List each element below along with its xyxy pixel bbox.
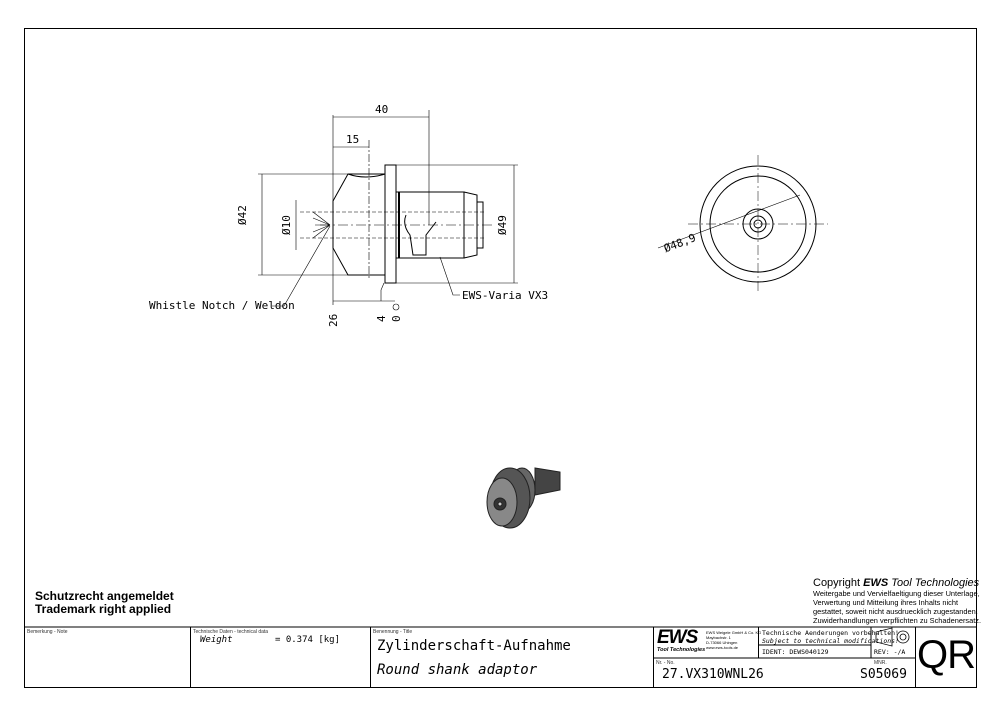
dim-4: 4 [375, 315, 388, 322]
title-cell [370, 627, 654, 688]
copyright-text: Weitergabe und Vervielfaeltigung dieser … [813, 589, 981, 625]
dim-dia42: Ø42 [236, 205, 249, 225]
article-number: 27.VX310WNL26 [662, 667, 764, 682]
ident-cell [758, 627, 916, 688]
mnr-number: S05069 [860, 667, 907, 682]
copyright-prefix: Copyright [813, 577, 864, 589]
dim-dia49: Ø49 [496, 215, 509, 235]
title-label: Benennung - Title [373, 629, 413, 635]
dim-dia10: Ø10 [280, 215, 293, 235]
company-line: www.ews-tools.de [706, 645, 739, 650]
dim-15: 15 [346, 133, 360, 146]
weight-label: Weight [200, 635, 233, 645]
copyright-line: Weitergabe und Vervielfaeltigung dieser … [813, 589, 980, 598]
front-view [657, 155, 828, 293]
revision: REV: -/A [874, 648, 906, 656]
dim-26: 26 [327, 313, 340, 327]
copyright-heading: Copyright EWS Tool Technologies [813, 577, 979, 589]
copyright-line: Zuwiderhandlungen verpflichten zu Schade… [813, 616, 982, 625]
dim-40: 40 [375, 103, 389, 116]
company-line: D-73066 Uhingen [706, 640, 738, 645]
weight-value: = 0.374 [kg] [275, 635, 341, 645]
company-address: EWS Weigele GmbH & Co. KG Maybachstr. 1 … [706, 630, 761, 650]
copyright-brand: EWS [863, 577, 889, 589]
3d-render [486, 467, 561, 529]
mnr-label: MNR. [874, 660, 887, 666]
dim-0: 0 [390, 315, 403, 322]
ident-number: IDENT: DEWS040129 [762, 648, 829, 656]
patent-notice-en: Trademark right applied [35, 602, 172, 616]
number-label: Nr. - No. [656, 660, 675, 666]
logo-cell [653, 627, 759, 658]
callout-whistle-notch: Whistle Notch / Weldon [149, 299, 295, 312]
company-line: EWS Weigele GmbH & Co. KG [706, 630, 762, 635]
callout-ews-varia: EWS-Varia VX3 [462, 289, 549, 302]
tech-data-cell [190, 627, 371, 688]
title-block-lines [24, 626, 977, 659]
copyright-suffix: Tool Technologies [888, 577, 980, 589]
ews-logo: EWS [657, 627, 698, 648]
note-label: Bemerkung - Note [27, 629, 68, 635]
copyright-line: gestattet, soweit nicht ausdruecklich zu… [813, 607, 978, 616]
side-view [300, 140, 495, 284]
tech-data-label: Technische Daten - technical data [193, 629, 269, 635]
title-german: Zylinderschaft-Aufnahme [377, 638, 571, 654]
qr-code-label: QR [917, 633, 976, 677]
ews-logo-sub: Tool Technologies [657, 647, 706, 653]
change-notice-en: Subject to technical modifications! [762, 637, 899, 645]
change-notice-de: Technische Aenderungen vorbehalten! [762, 629, 899, 637]
title-english: Round shank adaptor [377, 662, 538, 678]
dimension-lines [258, 110, 518, 311]
sheet-frame [24, 28, 977, 688]
company-line: Maybachstr. 1 [706, 635, 731, 640]
patent-notice-de: Schutzrecht angemeldet [35, 589, 174, 603]
note-cell [24, 627, 191, 688]
copyright-line: Verwertung und Mitteilung ihres Inhalts … [813, 598, 959, 607]
